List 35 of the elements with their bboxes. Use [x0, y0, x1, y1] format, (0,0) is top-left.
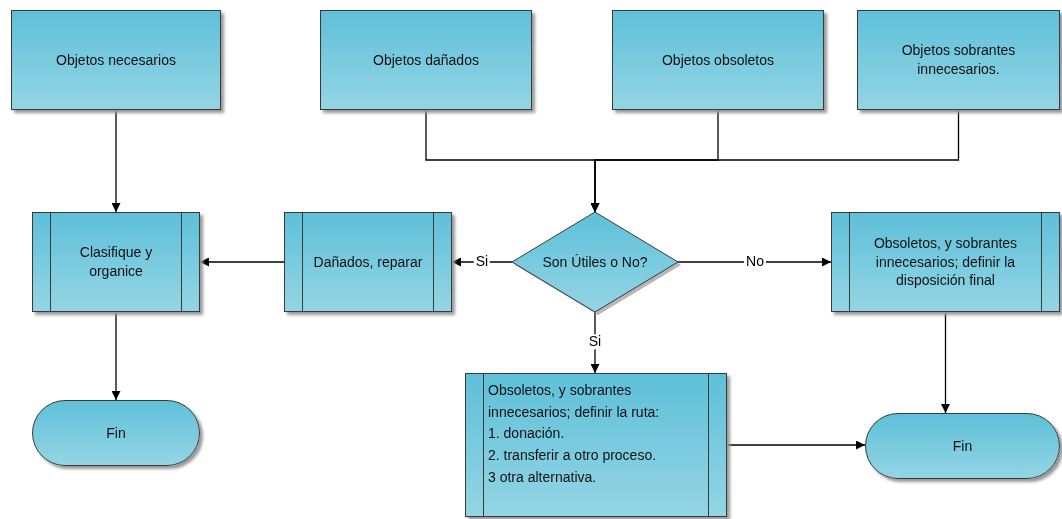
subprocess-box [831, 212, 1060, 312]
process-box [857, 10, 1060, 110]
node-text: Objetos dañados [372, 50, 480, 70]
arrow [111, 109, 121, 213]
arrow [590, 109, 960, 213]
process-box [612, 10, 824, 110]
node-text: 1. donación. [488, 424, 565, 444]
arrow [199, 257, 285, 267]
node-text: Fin [951, 436, 974, 456]
node-text: 3 otra alternativa. [488, 467, 597, 487]
decision-diamond [512, 212, 678, 312]
arrow [590, 311, 600, 374]
node-text: Objetos necesarios [55, 50, 177, 70]
node-text: Fin [105, 423, 127, 443]
arrow [941, 311, 950, 414]
arrow [726, 440, 866, 450]
process-box [11, 10, 221, 110]
node-text: Objetos sobrantes innecesarios. [900, 41, 1017, 79]
subprocess-box [32, 212, 200, 312]
node-text: Son Útiles o No? [541, 252, 649, 272]
node-text: Objetos obsoletos [660, 50, 776, 70]
node-text: 2. transferir a otro proceso. [488, 446, 657, 466]
terminal-box [865, 413, 1060, 479]
process-box [320, 10, 532, 110]
terminal-box [32, 400, 200, 466]
edge-label: Si [586, 334, 604, 350]
node-text: Dañados, reparar [312, 252, 424, 272]
arrow [677, 257, 832, 267]
arrow [451, 257, 513, 267]
node-text: Obsoletos, y sobrantes innecesarios; definir la disposición final [872, 233, 1019, 291]
arrow [111, 311, 121, 401]
node-text: Obsoletos, y sobrantes innecesarios; definir la ruta: [488, 381, 661, 422]
node-text: Clasifique y organice [78, 243, 154, 281]
subprocess-box [284, 212, 452, 312]
subprocess-box [465, 373, 727, 517]
